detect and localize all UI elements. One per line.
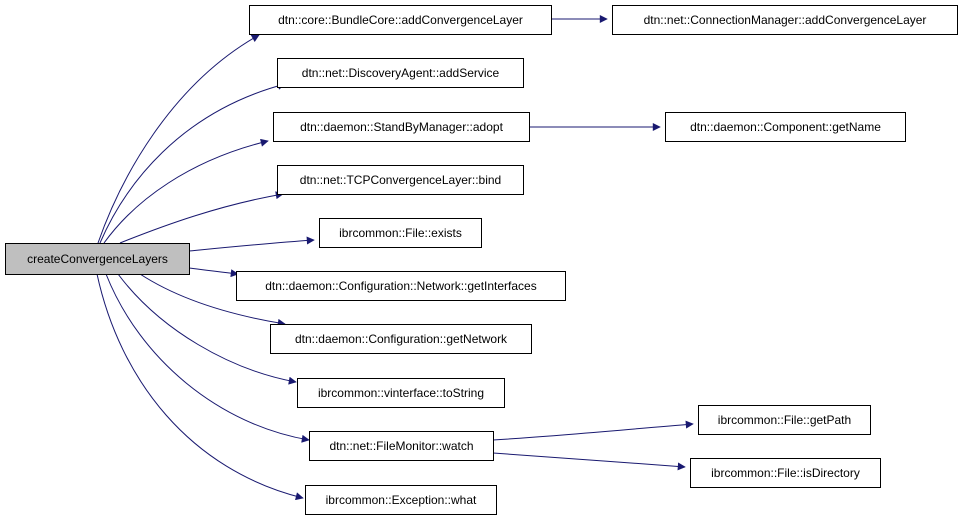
edge-root-to-n3 xyxy=(99,81,286,244)
node-label: ibrcommon::File::getPath xyxy=(718,413,851,427)
node[interactable]: dtn::daemon::Component::getName xyxy=(665,112,906,142)
edge-root-to-n6 xyxy=(119,191,284,244)
node-label: dtn::net::DiscoveryAgent::addService xyxy=(302,66,500,80)
node[interactable]: dtn::daemon::Configuration::Network::get… xyxy=(236,271,566,301)
node-label: dtn::daemon::StandByManager::adopt xyxy=(300,120,503,134)
edge-root-to-n7 xyxy=(188,236,315,252)
node-box[interactable] xyxy=(319,218,482,248)
node[interactable]: dtn::net::TCPConvergenceLayer::bind xyxy=(277,165,524,195)
node[interactable]: ibrcommon::Exception::what xyxy=(305,485,497,515)
node-label: dtn::net::ConnectionManager::addConverge… xyxy=(644,13,927,27)
node-box[interactable] xyxy=(249,5,552,35)
node-label: dtn::net::FileMonitor::watch xyxy=(329,439,473,453)
node-box[interactable] xyxy=(277,165,524,195)
node[interactable]: ibrcommon::File::isDirectory xyxy=(690,458,881,488)
node[interactable]: dtn::net::ConnectionManager::addConverge… xyxy=(612,5,958,35)
node[interactable]: dtn::core::BundleCore::addConvergenceLay… xyxy=(249,5,552,35)
node-box[interactable] xyxy=(305,485,497,515)
edge-n11-to-n12 xyxy=(492,420,694,441)
edges xyxy=(96,15,694,501)
node-box[interactable] xyxy=(277,58,524,88)
node-box[interactable] xyxy=(690,458,881,488)
node-label: dtn::net::TCPConvergenceLayer::bind xyxy=(300,173,501,187)
node[interactable]: dtn::daemon::Configuration::getNetwork xyxy=(270,324,532,354)
node-label: createConvergenceLayers xyxy=(27,252,168,266)
edge-root-to-n8 xyxy=(188,267,239,278)
node-label: dtn::daemon::Configuration::getNetwork xyxy=(295,332,508,346)
node[interactable]: ibrcommon::File::exists xyxy=(319,218,482,248)
edge-root-to-n14 xyxy=(96,273,304,501)
edge-root-to-n10 xyxy=(117,273,297,385)
node[interactable]: dtn::net::DiscoveryAgent::addService xyxy=(277,58,524,88)
edge-n11-to-n13 xyxy=(492,452,686,471)
edge-root-to-n11 xyxy=(105,273,310,443)
edge-root-to-n4 xyxy=(103,138,269,244)
node-box[interactable] xyxy=(273,112,530,142)
node-label: ibrcommon::Exception::what xyxy=(326,493,477,507)
node-box[interactable] xyxy=(698,405,871,435)
node-box[interactable] xyxy=(236,271,566,301)
node-label: ibrcommon::vinterface::toString xyxy=(318,386,484,400)
node-label: ibrcommon::File::isDirectory xyxy=(711,466,860,480)
edge-root-to-n1 xyxy=(97,34,260,244)
root-node[interactable]: createConvergenceLayers xyxy=(5,243,190,275)
node[interactable]: ibrcommon::vinterface::toString xyxy=(297,378,505,408)
node-box[interactable] xyxy=(612,5,958,35)
node-label: dtn::daemon::Component::getName xyxy=(690,120,881,134)
node-box[interactable] xyxy=(297,378,505,408)
node-label: ibrcommon::File::exists xyxy=(339,226,462,240)
node-box[interactable] xyxy=(5,243,190,275)
node-label: dtn::daemon::Configuration::Network::get… xyxy=(265,279,536,293)
node[interactable]: dtn::daemon::StandByManager::adopt xyxy=(273,112,530,142)
edge-root-to-n9 xyxy=(139,273,286,327)
node[interactable]: ibrcommon::File::getPath xyxy=(698,405,871,435)
nodes: createConvergenceLayers dtn::core::Bundle… xyxy=(5,5,958,515)
node-box[interactable] xyxy=(665,112,906,142)
node-box[interactable] xyxy=(270,324,532,354)
node-label: dtn::core::BundleCore::addConvergenceLay… xyxy=(278,13,523,27)
node-box[interactable] xyxy=(309,431,494,461)
node[interactable]: dtn::net::FileMonitor::watch xyxy=(309,431,494,461)
